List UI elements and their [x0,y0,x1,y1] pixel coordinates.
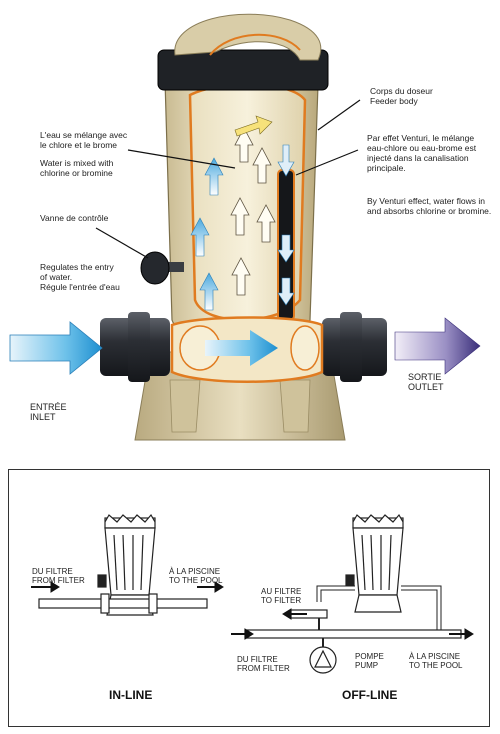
offline-to-pool-label: À LA PISCINE TO THE POOL [409,652,463,670]
inlet-arrow [10,322,102,374]
inline-from-filter-label: DU FILTRE FROM FILTER [32,567,85,585]
outlet-label: SORTIE OUTLET [408,372,444,392]
valve-label-en: Regulates the entry of water. Régule l'e… [40,262,120,292]
outlet-arrow [395,318,480,374]
mix-label-en: Water is mixed with chlorine or bromine [40,158,113,178]
valve-label-fr: Vanne de contrôle [40,213,108,223]
offline-from-filter-label: DU FILTRE FROM FILTER [237,655,290,673]
inlet-label: ENTRÉE INLET [30,402,67,422]
offline-pipe-lower [245,630,461,638]
venturi-label-fr: Par effet Venturi, le mélange eau-chlore… [367,133,476,173]
installation-schematic [9,470,489,725]
mix-label-fr: L'eau se mélange avec le chlore et le br… [40,130,127,150]
inline-title: IN-LINE [109,688,152,702]
inline-pipe [39,599,207,608]
offline-feeder-pipe-left [319,588,355,602]
venturi-label-en: By Venturi effect, water flows in and ab… [367,196,491,216]
offline-to-filter-label: AU FILTRE TO FILTER [261,587,301,605]
offline-feeder-pipe-right [401,588,439,635]
offline-title: OFF-LINE [342,688,397,702]
installation-diagrams-panel: DU FILTRE FROM FILTER À LA PISCINE TO TH… [8,469,490,727]
offline-pump-label: POMPE PUMP [355,652,384,670]
inline-to-pool-label: À LA PISCINE TO THE POOL [169,567,223,585]
offline-feeder [346,515,403,612]
feeder-body-label: Corps du doseur Feeder body [370,86,433,106]
